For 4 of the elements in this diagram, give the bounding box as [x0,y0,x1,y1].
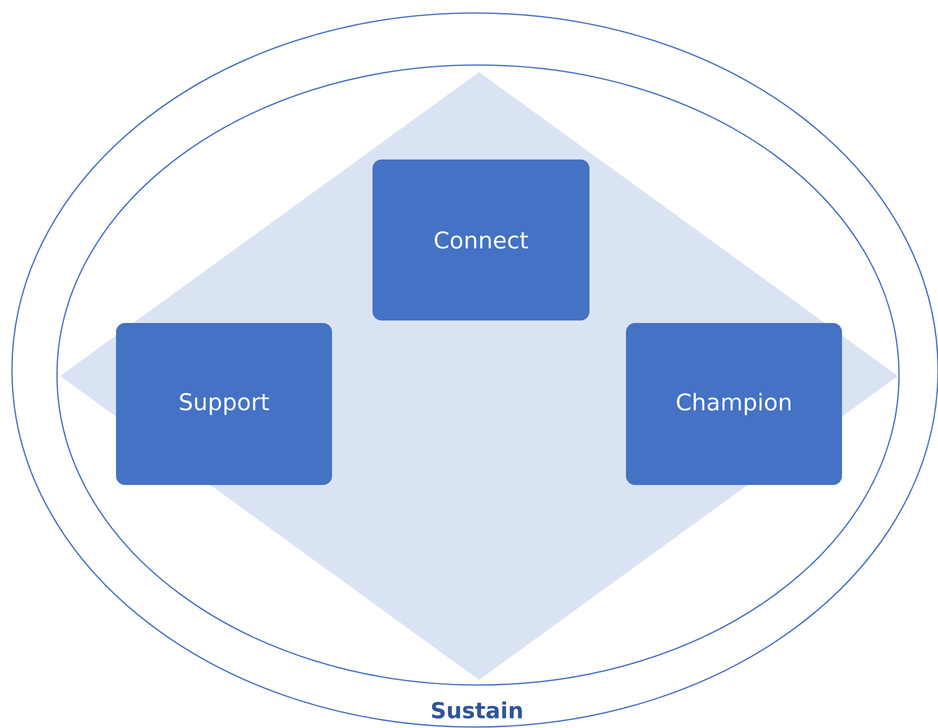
process-box: Support [116,323,332,485]
process-box: Connect [372,160,590,320]
ring-label: Sustain [429,700,525,720]
process-box: Champion [626,323,842,485]
